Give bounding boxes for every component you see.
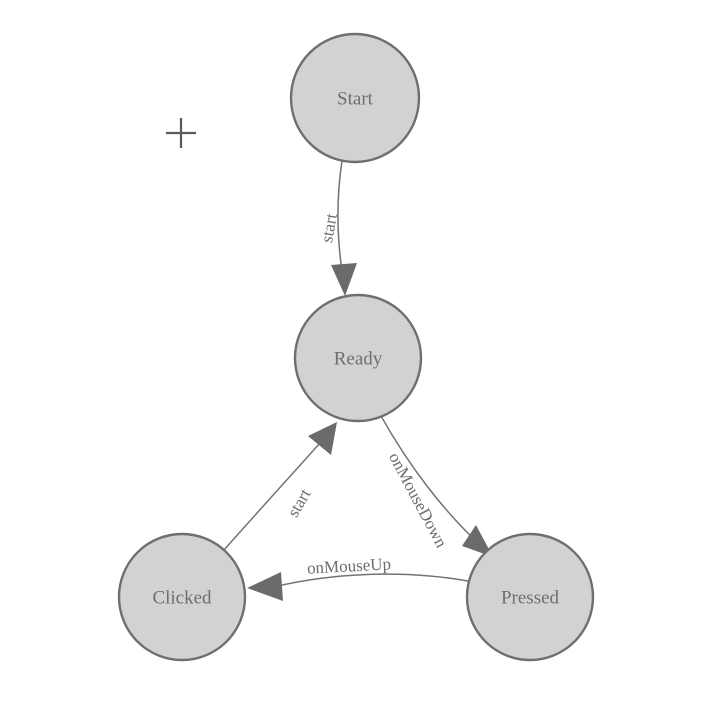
edge-path-pressed-to-clicked[interactable] xyxy=(277,573,469,587)
node-start-label: Start xyxy=(337,89,374,110)
node-ready[interactable]: Ready xyxy=(293,293,423,423)
arrowhead-start-to-ready xyxy=(331,263,357,296)
node-pressed-circle[interactable] xyxy=(465,532,595,662)
edge-start-to-ready[interactable]: start xyxy=(317,160,357,296)
edge-clicked-to-ready[interactable]: start xyxy=(223,422,337,551)
node-clicked-label: Clicked xyxy=(152,588,212,609)
node-clicked-circle[interactable] xyxy=(117,532,247,662)
edge-path-ready-to-pressed[interactable] xyxy=(380,415,479,544)
edge-label-start-to-ready: start xyxy=(317,212,341,244)
edge-path-clicked-to-ready[interactable] xyxy=(223,442,321,551)
node-start[interactable]: Start xyxy=(289,32,421,164)
edge-label-pressed-to-clicked: onMouseUp xyxy=(307,554,392,577)
arrowhead-pressed-to-clicked xyxy=(247,572,283,601)
crosshair-cursor-icon xyxy=(166,118,196,148)
node-clicked[interactable]: Clicked xyxy=(117,532,247,662)
node-start-circle[interactable] xyxy=(289,32,421,164)
edge-label-ready-to-pressed: onMouseDown xyxy=(385,449,451,551)
node-pressed[interactable]: Pressed xyxy=(465,532,595,662)
arrowhead-clicked-to-ready xyxy=(308,422,337,455)
edge-label-clicked-to-ready: start xyxy=(283,485,314,520)
arrowhead-ready-to-pressed xyxy=(462,525,493,557)
edge-ready-to-pressed[interactable]: onMouseDown xyxy=(380,415,493,557)
edge-pressed-to-clicked[interactable]: onMouseUp xyxy=(247,554,469,601)
node-ready-circle[interactable] xyxy=(293,293,423,423)
node-pressed-label: Pressed xyxy=(501,588,560,609)
node-ready-label: Ready xyxy=(334,349,383,370)
